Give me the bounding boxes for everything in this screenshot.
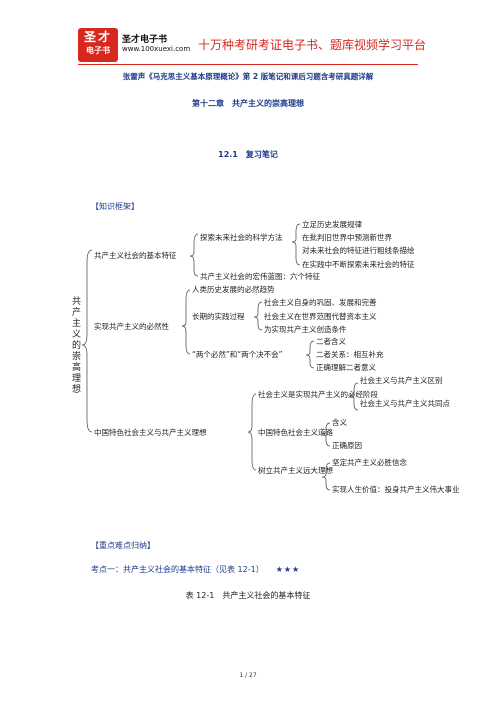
leaf: 立足历史发展规律 (302, 219, 362, 229)
leaf: 正确原因 (332, 440, 362, 450)
focus-heading: 【重点难点归纳】 (91, 541, 155, 550)
node-scientific-method: 探索未来社会的科学方法 (200, 232, 283, 242)
leaf: 对未来社会的特征进行粗线条描绘 (302, 245, 415, 255)
root-char: 理 (72, 373, 81, 384)
node-socialist-road: 中国特色社会主义道路 (258, 427, 333, 437)
node-necessary-stage: 社会主义是实现共产主义的必经阶段 (258, 389, 378, 399)
header-banner: 圣才 电子书 圣才电子书 www.100xuexi.com 十万种考研考证电子书… (78, 28, 426, 62)
logo-line1: 圣才 (83, 30, 112, 44)
leaf: 含义 (332, 417, 347, 427)
root-char: 想 (72, 383, 81, 395)
table-caption: 表 12-1 共产主义社会的基本特征 (185, 591, 311, 600)
framework-heading: 【知识框架】 (91, 202, 139, 211)
key-point-label: 考点一：共产主义社会的基本特征（见表 12-1） (91, 565, 264, 574)
root-char: 崇 (72, 351, 81, 362)
leaf: 实现人生价值：投身共产主义伟大事业 (332, 484, 460, 494)
leaf: 二者关系：相互补充 (316, 349, 384, 359)
leaf: 在实践中不断探索未来社会的特征 (302, 259, 415, 269)
leaf: 为实现共产主义创造条件 (264, 324, 347, 334)
node-grand-blueprint: 共产主义社会的宏伟蓝图：六个特征 (200, 271, 320, 281)
node-historical-trend: 人类历史发展的必然趋势 (192, 284, 275, 294)
node-two-inevitables: “两个必然”和“两个决不会” (192, 349, 283, 359)
section-title: 12.1 复习笔记 (218, 150, 278, 159)
node-long-practice: 长期的实践过程 (192, 311, 245, 321)
leaf: 正确理解二者意义 (316, 362, 376, 372)
header-divider (78, 64, 418, 65)
root-char: 的 (72, 339, 81, 351)
mindmap-root: 共 产 主 义 的 崇 高 理 想 (72, 296, 81, 395)
node-lofty-ideal: 树立共产主义远大理想 (258, 465, 333, 475)
leaf: 坚定共产主义必胜信念 (332, 457, 407, 467)
chapter-title: 第十二章 共产主义的崇高理想 (192, 99, 304, 108)
root-char: 共 (72, 296, 81, 307)
page-number: 1 / 27 (239, 672, 257, 679)
brand-url[interactable]: www.100xuexi.com (122, 45, 191, 53)
branch-basic-features: 共产主义社会的基本特征 (94, 250, 177, 260)
book-title: 张雷声《马克思主义基本原理概论》第 2 版笔记和课后习题含考研真题详解 (122, 72, 374, 81)
leaf: 二者含义 (316, 336, 346, 346)
root-char: 义 (72, 329, 81, 340)
leaf: 社会主义与共产主义区别 (360, 375, 443, 385)
branch-inevitability: 实现共产主义的必然性 (94, 321, 169, 331)
root-char: 高 (72, 361, 81, 373)
leaf: 社会主义自身的巩固、发展和完善 (264, 297, 377, 307)
brand-name: 圣才电子书 (122, 35, 168, 45)
star-rating: ★★★ (275, 565, 301, 574)
brand-slogan: 十万种考研考证电子书、题库视频学习平台 (198, 38, 427, 52)
leaf: 社会主义与共产主义共同点 (360, 398, 450, 408)
root-char: 产 (72, 306, 81, 318)
key-point: 考点一：共产主义社会的基本特征（见表 12-1） ★★★ (91, 564, 300, 575)
brand-logo[interactable]: 圣才 电子书 (78, 28, 118, 62)
logo-line2: 电子书 (86, 46, 110, 55)
leaf: 社会主义在世界范围代替资本主义 (264, 311, 377, 321)
root-char: 主 (72, 317, 81, 329)
leaf: 在批判旧世界中预测新世界 (302, 232, 392, 242)
branch-chinese-socialism: 中国特色社会主义与共产主义理想 (94, 427, 207, 437)
